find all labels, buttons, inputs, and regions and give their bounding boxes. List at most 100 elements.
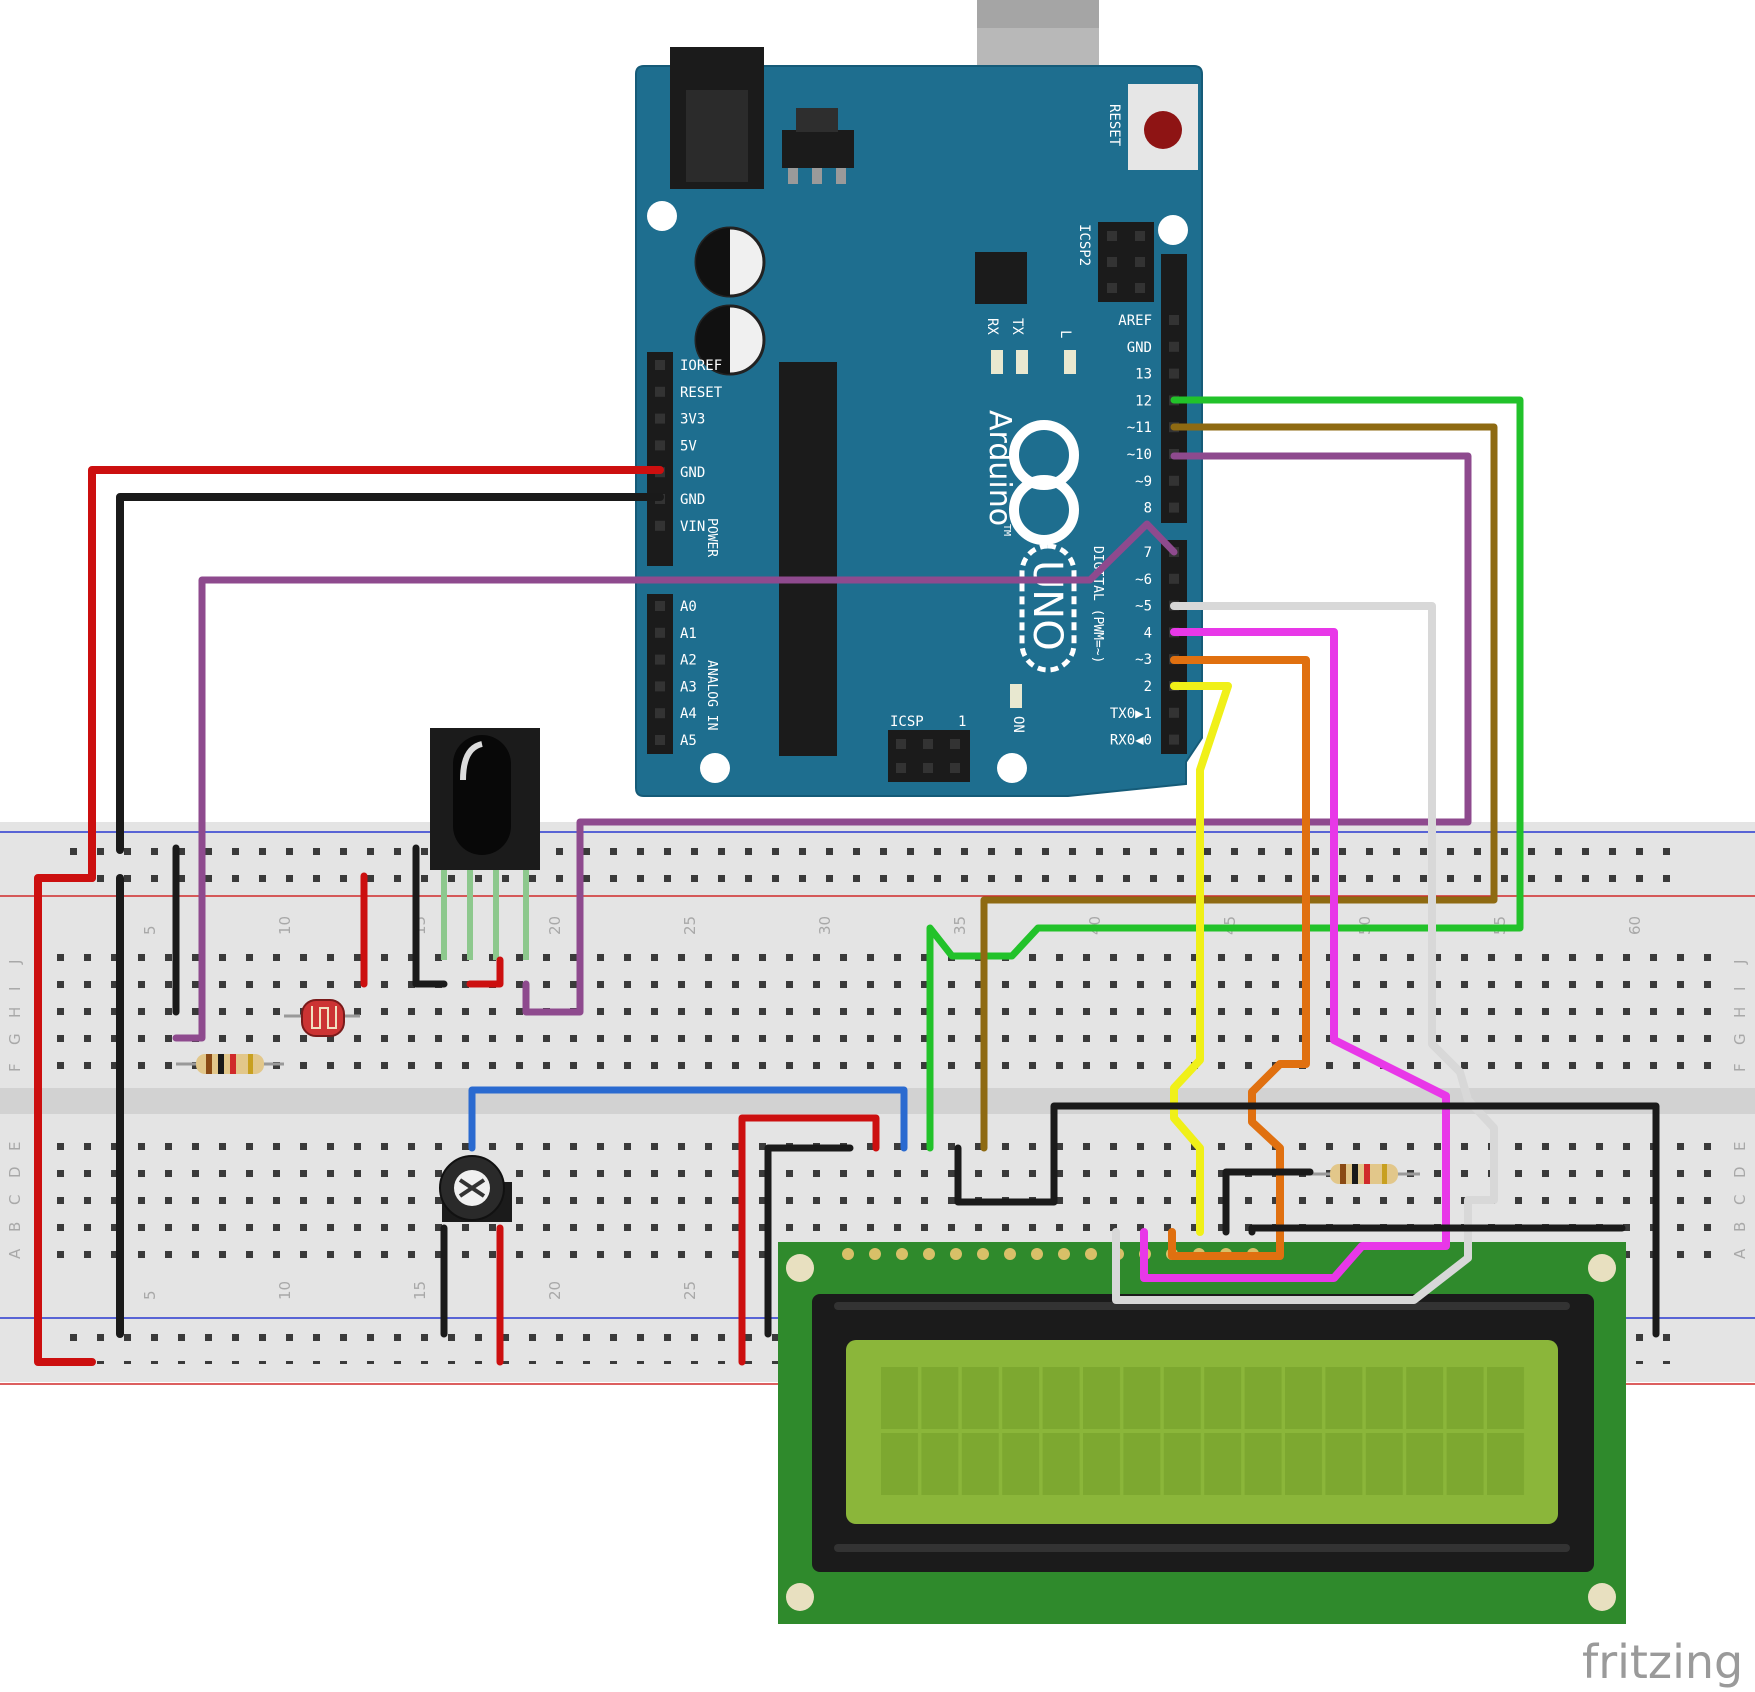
pin-label: A2 xyxy=(680,653,697,669)
pin-label: ~3 xyxy=(1135,652,1152,668)
pin-label: 3V3 xyxy=(680,412,705,428)
reset-button[interactable] xyxy=(1144,111,1182,149)
header-pin[interactable] xyxy=(950,739,960,749)
column-number: 5 xyxy=(141,1290,159,1300)
lcd-pin[interactable] xyxy=(1031,1248,1043,1260)
fritzing-watermark: fritzing xyxy=(1582,1635,1743,1689)
header-pin[interactable] xyxy=(1135,231,1145,241)
column-number: 5 xyxy=(141,925,159,935)
lcd-pin[interactable] xyxy=(842,1248,854,1260)
row-letter: F xyxy=(1731,1063,1749,1072)
header-pin[interactable] xyxy=(655,735,665,745)
header-pin[interactable] xyxy=(1107,283,1117,293)
row-letter: H xyxy=(1731,1007,1749,1018)
tx-label: TX xyxy=(1009,318,1025,335)
uno-model: UNO xyxy=(1024,560,1070,651)
dc-jack-inner xyxy=(686,90,748,182)
header-pin[interactable] xyxy=(1169,475,1179,486)
lcd-pin[interactable] xyxy=(1058,1248,1070,1260)
pin-label: RX0◀0 xyxy=(1110,733,1152,749)
resistor-band xyxy=(1340,1164,1346,1184)
column-number: 35 xyxy=(951,916,969,935)
header-pin[interactable] xyxy=(1169,315,1179,325)
header-pin[interactable] xyxy=(896,763,906,773)
header-pin[interactable] xyxy=(655,413,665,424)
column-number: 15 xyxy=(411,1281,429,1300)
regulator-tab xyxy=(796,108,838,132)
header-pin[interactable] xyxy=(655,654,665,665)
lcd-16x2-module xyxy=(778,1242,1626,1624)
header-pin[interactable] xyxy=(896,739,906,749)
wire-red-left-rail xyxy=(34,874,96,1366)
row-letter: J xyxy=(6,960,24,965)
wire-yellow-pin2 xyxy=(1170,682,1232,1236)
lcd-pin[interactable] xyxy=(923,1248,935,1260)
pot-slot xyxy=(458,1178,486,1198)
pin-label: 13 xyxy=(1135,367,1152,383)
header-pin[interactable] xyxy=(1169,368,1179,379)
header-pin[interactable] xyxy=(923,739,933,749)
header-pin[interactable] xyxy=(655,681,665,692)
tx-led xyxy=(1016,350,1028,374)
header-pin[interactable] xyxy=(950,763,960,773)
top-power-rail-holes xyxy=(60,842,1690,882)
header-pin[interactable] xyxy=(1169,341,1179,352)
lcd-pin[interactable] xyxy=(977,1248,989,1260)
pin-label: ~5 xyxy=(1135,599,1152,615)
pin-label: A1 xyxy=(680,626,697,642)
wire-purple-ldr-signal xyxy=(172,520,1178,1042)
board-outline xyxy=(635,65,1203,797)
potentiometer[interactable] xyxy=(439,1155,512,1222)
column-number: 25 xyxy=(681,1281,699,1300)
lcd-pin[interactable] xyxy=(896,1248,908,1260)
pin-label: RESET xyxy=(680,385,723,401)
row-letters-right: J I H G F E D C B A xyxy=(1731,960,1749,1259)
header-pin[interactable] xyxy=(1135,257,1145,267)
arduino-uno-board: RESET ICSP2 ICSP 1 RX TX L ON Arduino TM… xyxy=(635,0,1203,797)
lcd-pin[interactable] xyxy=(1085,1248,1097,1260)
analog-label: ANALOG IN xyxy=(704,660,719,730)
wire-green-pin12 xyxy=(926,396,1524,1152)
ldr-track xyxy=(311,1006,337,1029)
pin-label: 8 xyxy=(1144,501,1152,517)
header-pin[interactable] xyxy=(655,520,665,531)
lcd-pin[interactable] xyxy=(950,1248,962,1260)
reset-label: RESET xyxy=(1106,104,1122,147)
header-pin[interactable] xyxy=(655,601,665,611)
wire-pink-pin4 xyxy=(1140,628,1450,1282)
wire-black-lcd-gnd xyxy=(764,1144,854,1338)
lcd-pin[interactable] xyxy=(1004,1248,1016,1260)
header-pin[interactable] xyxy=(655,386,665,397)
header-pin[interactable] xyxy=(1135,283,1145,293)
header-pin[interactable] xyxy=(655,708,665,719)
header-pin[interactable] xyxy=(655,360,665,370)
header-pin[interactable] xyxy=(655,627,665,638)
wire-red-lcd-vcc xyxy=(738,1114,880,1366)
header-pin[interactable] xyxy=(1107,231,1117,241)
l-led xyxy=(1064,350,1076,374)
resistor-band xyxy=(248,1054,253,1074)
mount-hole xyxy=(647,201,677,231)
icsp-label: ICSP xyxy=(890,714,924,730)
header-pin[interactable] xyxy=(1169,502,1179,513)
header-pin[interactable] xyxy=(1169,573,1179,584)
uno-badge xyxy=(1019,543,1077,673)
capacitor-stripe xyxy=(696,306,730,374)
wire-white-pin5 xyxy=(1112,602,1498,1304)
usb-connector-face xyxy=(977,0,1099,28)
wire-black-lcd-bl xyxy=(1248,1224,1626,1236)
header-pin[interactable] xyxy=(655,440,665,451)
header-pin[interactable] xyxy=(1169,707,1179,718)
lcd-pin[interactable] xyxy=(869,1248,881,1260)
header-pin[interactable] xyxy=(1169,734,1179,745)
mount-hole xyxy=(700,753,730,783)
wire-brown-pin11 xyxy=(980,423,1498,1152)
resistor-right xyxy=(1310,1164,1420,1184)
on-label: ON xyxy=(1010,716,1026,733)
header-pin[interactable] xyxy=(1107,257,1117,267)
lcd-mount-hole xyxy=(1588,1254,1616,1282)
header-pin[interactable] xyxy=(923,763,933,773)
pin-label: GND xyxy=(680,465,705,481)
rx-label: RX xyxy=(984,318,1000,335)
regulator-leg xyxy=(788,168,798,184)
